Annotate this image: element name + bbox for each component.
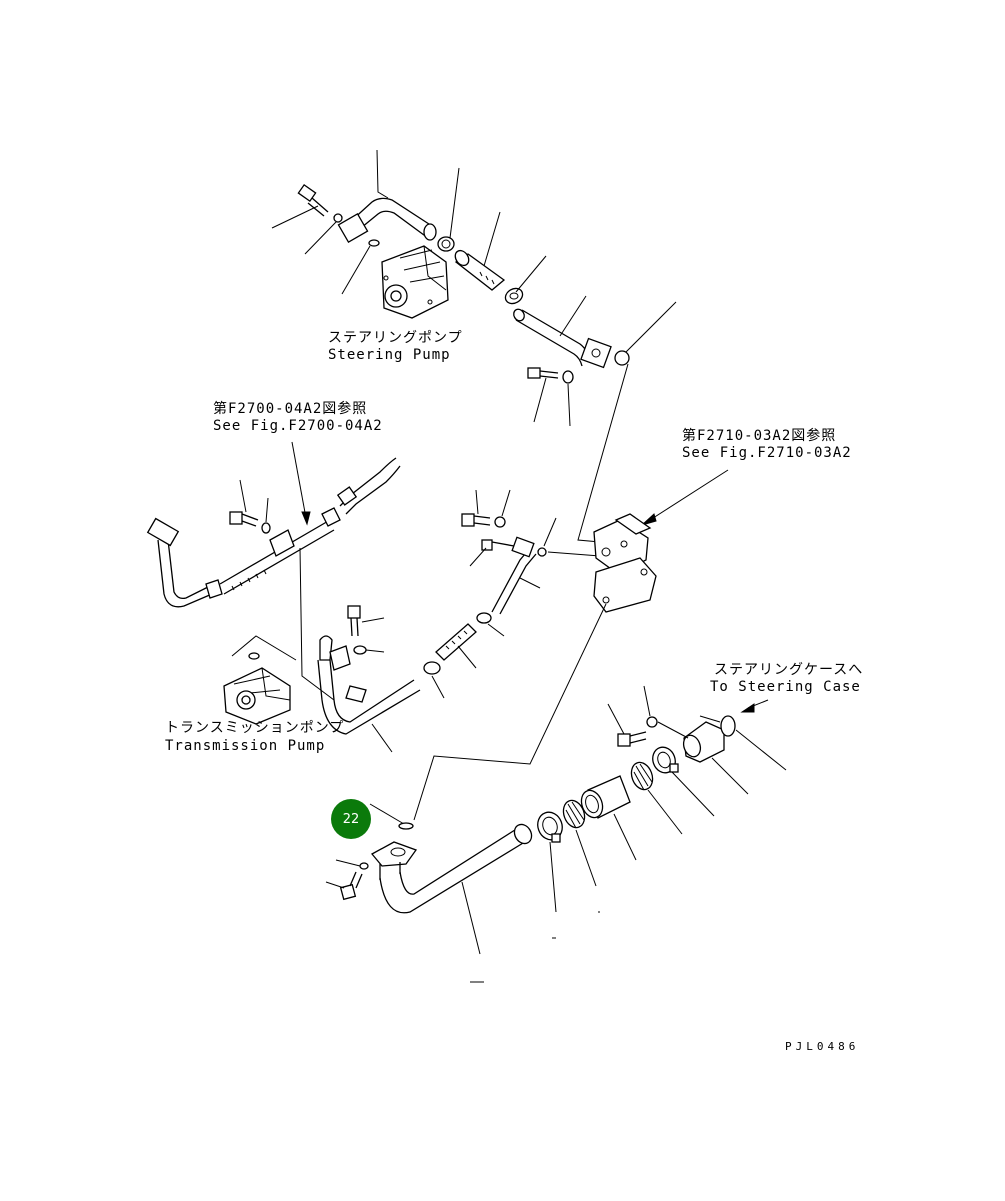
elbow-pipe-part[interactable]	[512, 307, 612, 369]
see-fig-b-arrow	[641, 469, 729, 526]
steering-pump-pipe[interactable]	[337, 197, 437, 244]
o-ring-part[interactable]	[248, 652, 260, 660]
transmission-pump-label-en: Transmission Pump	[165, 738, 326, 754]
see-fig-b-label-en: See Fig.F2710-03A2	[682, 445, 852, 461]
hose-clamp-part[interactable]	[476, 612, 492, 624]
transmission-pump-label-jp: トランスミッションポンプ	[165, 720, 345, 736]
connection-line	[577, 363, 629, 543]
see-fig-a-label-en: See Fig.F2700-04A2	[213, 418, 383, 434]
hose-clamp-part[interactable]	[437, 236, 455, 252]
drawing-code: PJL0486	[785, 1040, 860, 1053]
transmission-line-group	[146, 441, 601, 753]
steering-case-pipe[interactable]	[370, 821, 535, 914]
bolt-part[interactable]	[481, 539, 515, 551]
strainer-ring-part[interactable]	[628, 759, 656, 792]
bolt-part[interactable]	[347, 605, 361, 637]
leader-lines-top	[271, 149, 677, 427]
hose-clamp-part[interactable]	[649, 744, 679, 776]
mid-pipe-part[interactable]	[491, 536, 537, 615]
to-steering-case-label-jp: ステアリングケースへ	[714, 662, 864, 678]
bolt-part[interactable]	[617, 731, 647, 747]
o-ring-part[interactable]	[537, 547, 547, 557]
hose-part[interactable]	[435, 623, 477, 661]
see-fig-b-label-jp: 第F2710-03A2図参照	[682, 428, 837, 444]
steering-pump-label-en: Steering Pump	[328, 347, 451, 363]
bolt-part[interactable]	[527, 367, 559, 379]
o-ring-part[interactable]	[398, 822, 414, 830]
hose-clamp-part[interactable]	[423, 661, 441, 675]
hose-part[interactable]	[578, 775, 631, 821]
transmission-hose[interactable]	[146, 517, 223, 608]
part-callout-22[interactable]: 22	[331, 799, 371, 839]
steering-pump-group	[297, 183, 630, 384]
bolt-part[interactable]	[461, 513, 491, 527]
steering-case-line-group	[325, 685, 787, 983]
washer-part[interactable]	[646, 716, 658, 728]
o-ring-part[interactable]	[368, 239, 380, 247]
connection-line	[299, 547, 335, 701]
leader-line	[231, 635, 297, 661]
bolt-part[interactable]	[297, 183, 329, 217]
hose-clamp-part[interactable]	[503, 285, 526, 306]
washer-part[interactable]	[562, 370, 574, 384]
washer-part[interactable]	[359, 862, 369, 870]
o-ring-part[interactable]	[720, 715, 736, 737]
hose-part[interactable]	[452, 248, 506, 291]
o-ring-part[interactable]	[614, 350, 630, 366]
see-fig-a-label-jp: 第F2700-04A2図参照	[213, 401, 368, 417]
washer-part[interactable]	[353, 645, 367, 655]
washer-part[interactable]	[494, 516, 506, 528]
suction-pipe-part[interactable]	[317, 635, 421, 735]
washer-part[interactable]	[333, 213, 343, 223]
hose-bracket[interactable]	[269, 529, 295, 557]
steering-pump-body[interactable]	[381, 245, 449, 319]
flange-elbow-part[interactable]	[657, 715, 725, 763]
steering-pump-label-jp: ステアリングポンプ	[328, 330, 463, 346]
washer-part[interactable]	[261, 522, 271, 534]
bolt-part[interactable]	[229, 511, 259, 527]
long-hose-part[interactable]	[219, 457, 401, 595]
transmission-pump-body[interactable]	[223, 667, 291, 725]
bolt-part[interactable]	[339, 871, 363, 901]
hose-clamp-part[interactable]	[534, 809, 566, 844]
connection-line	[413, 603, 607, 821]
mounting-bracket[interactable]	[593, 513, 657, 613]
to-steering-case-label-en: To Steering Case	[710, 679, 861, 695]
